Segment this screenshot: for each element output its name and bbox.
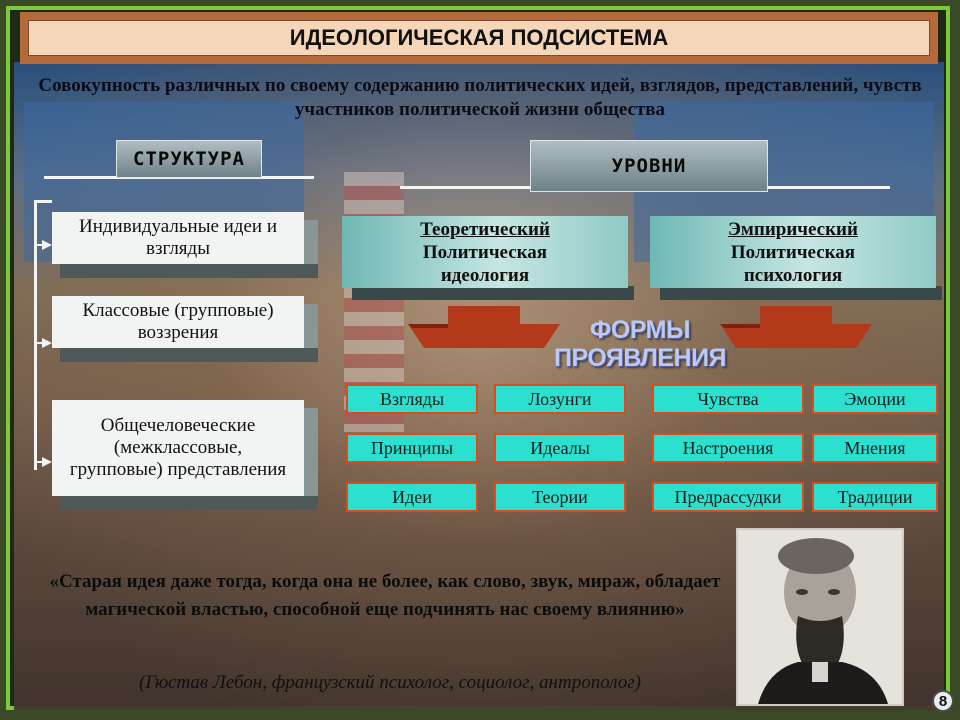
arrow-down-icon xyxy=(720,306,872,348)
levels-heading: УРОВНИ xyxy=(530,140,768,192)
level-theoretical: Теоретический Политическая идеология xyxy=(342,216,634,300)
forms-heading-line: ФОРМЫ xyxy=(590,316,690,344)
arrow-right-icon xyxy=(42,338,52,348)
form-item: Теории xyxy=(494,482,626,512)
level-name: Теоретический xyxy=(420,218,550,240)
form-item: Принципы xyxy=(346,433,478,463)
structure-item: Классовые (групповые) воззрения xyxy=(52,296,318,362)
level-name: Эмпирический xyxy=(728,218,858,240)
level-empirical: Эмпирический Политическая психология xyxy=(650,216,942,300)
form-item: Лозунги xyxy=(494,384,626,414)
level-line: психология xyxy=(743,264,843,286)
portrait-icon xyxy=(738,530,902,704)
structure-connector xyxy=(34,200,37,470)
structure-arrows xyxy=(34,240,52,467)
structure-item-label: Классовые (групповые) воззрения xyxy=(82,300,274,343)
form-item: Предрассудки xyxy=(652,482,804,512)
portrait-photo xyxy=(736,528,904,706)
form-item: Мнения xyxy=(812,433,938,463)
quote-text: «Старая идея даже тогда, когда она не бо… xyxy=(49,571,721,620)
arrow-right-icon xyxy=(42,457,52,467)
form-item: Эмоции xyxy=(812,384,938,414)
forms-heading: ФОРМЫ ПРОЯВЛЕНИЯ xyxy=(548,316,732,372)
level-line: идеология xyxy=(440,264,530,286)
arrow-down-icon xyxy=(408,306,560,348)
definition-text: Совокупность различных по своему содержа… xyxy=(38,75,922,120)
quote-author: (Гюстав Лебон, французский психолог, соц… xyxy=(139,672,641,693)
form-item: Традиции xyxy=(812,482,938,512)
arrow-right-icon xyxy=(42,240,52,250)
page-number: 8 xyxy=(932,690,954,712)
structure-item-label: Индивидуальные идеи и взгляды xyxy=(79,216,277,259)
structure-item: Общечеловеческие (межклассовые, групповы… xyxy=(52,400,318,510)
page-title: ИДЕОЛОГИЧЕСКАЯ ПОДСИСТЕМА xyxy=(28,20,930,56)
structure-item: Индивидуальные идеи и взгляды xyxy=(52,212,318,278)
structure-item-label: Общечеловеческие (межклассовые, групповы… xyxy=(69,415,287,480)
forms-heading-line: ПРОЯВЛЕНИЯ xyxy=(553,344,727,372)
form-item: Взгляды xyxy=(346,384,478,414)
form-item: Идеи xyxy=(346,482,478,512)
form-item: Настроения xyxy=(652,433,804,463)
form-item: Идеалы xyxy=(494,433,626,463)
structure-heading: СТРУКТУРА xyxy=(116,140,262,178)
level-line: Политическая xyxy=(422,241,548,263)
form-item: Чувства xyxy=(652,384,804,414)
level-line: Политическая xyxy=(730,241,856,263)
